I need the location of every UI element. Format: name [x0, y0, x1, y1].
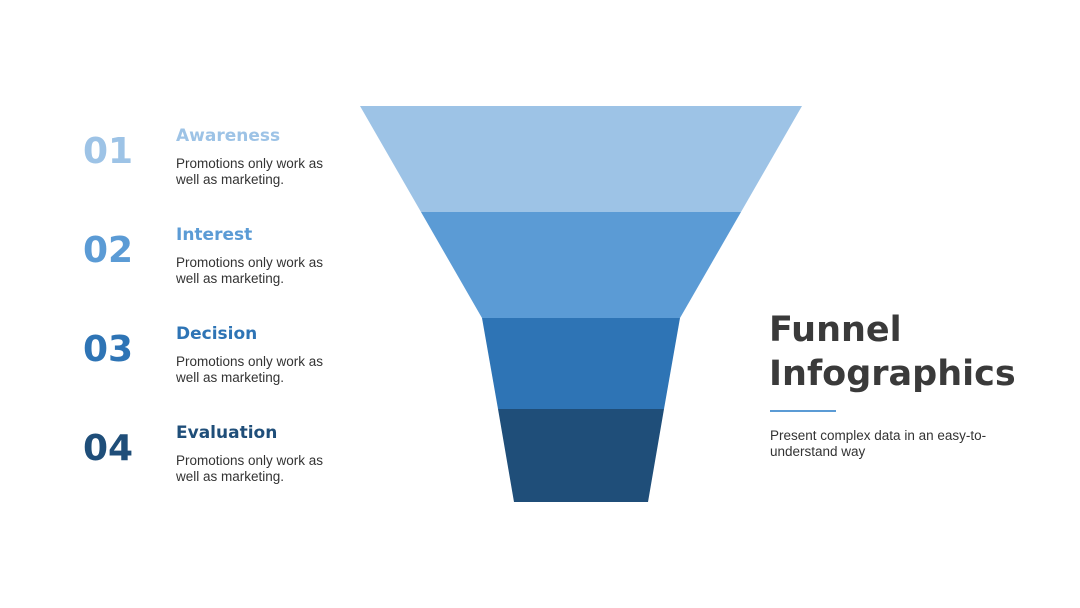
- page-title: Funnel Infographics: [769, 308, 1069, 396]
- funnel-segment-2: [421, 212, 741, 318]
- funnel-segment-1: [360, 106, 802, 212]
- step-title: Decision: [176, 324, 258, 344]
- step-number: 04: [83, 428, 134, 469]
- step-description: Promotions only work as well as marketin…: [176, 354, 324, 385]
- step-title: Interest: [176, 225, 253, 245]
- step-title: Awareness: [176, 126, 281, 146]
- funnel-step-2: 02 Interest Promotions only work as well…: [83, 225, 343, 301]
- title-line-1: Funnel: [769, 310, 902, 350]
- funnel-step-1: 01 Awareness Promotions only work as wel…: [83, 126, 343, 202]
- step-description: Promotions only work as well as marketin…: [176, 453, 324, 484]
- page-subtitle: Present complex data in an easy-to-under…: [770, 428, 987, 459]
- funnel-segment-4: [498, 409, 664, 502]
- step-description: Promotions only work as well as marketin…: [176, 156, 324, 187]
- title-divider: [770, 410, 836, 412]
- funnel-segment-3: [482, 318, 680, 409]
- step-number: 02: [83, 230, 134, 271]
- step-number: 01: [83, 131, 134, 172]
- step-number: 03: [83, 329, 134, 370]
- step-description: Promotions only work as well as marketin…: [176, 255, 324, 286]
- title-line-2: Infographics: [769, 354, 1016, 394]
- funnel-step-4: 04 Evaluation Promotions only work as we…: [83, 423, 343, 499]
- step-title: Evaluation: [176, 423, 278, 443]
- funnel-step-3: 03 Decision Promotions only work as well…: [83, 324, 343, 400]
